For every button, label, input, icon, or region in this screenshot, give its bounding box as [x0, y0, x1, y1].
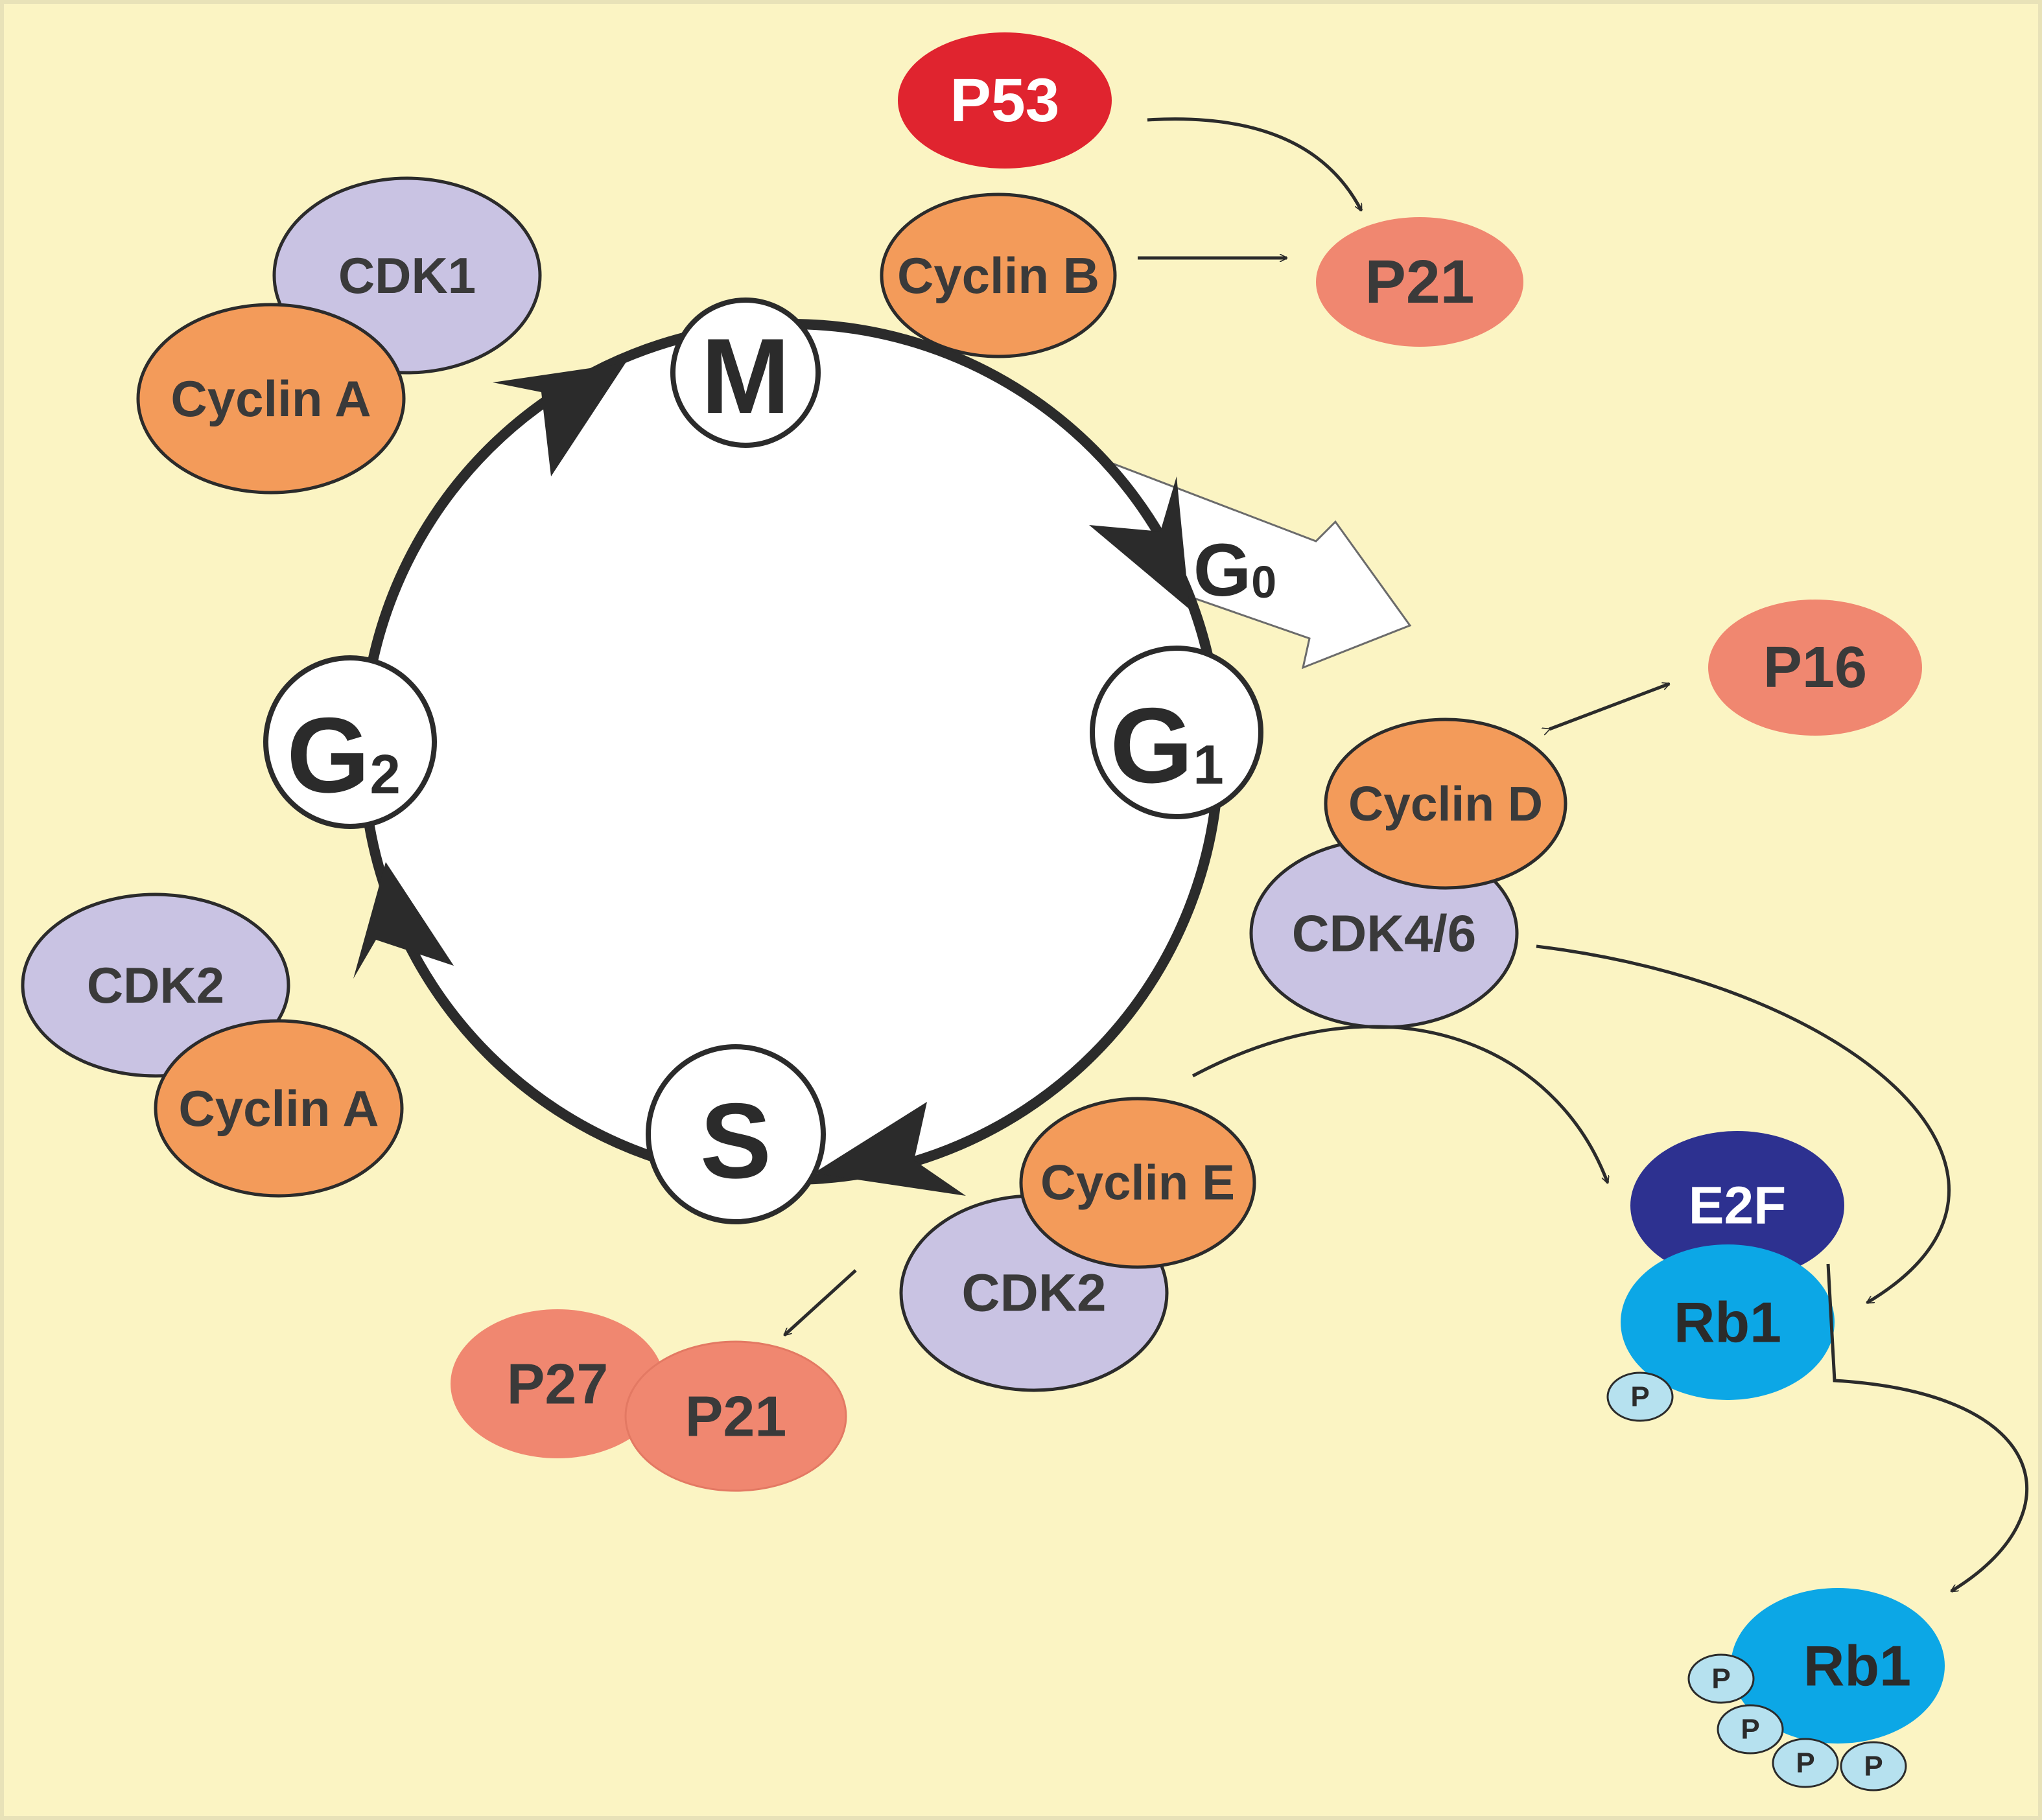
phase-s-label: S [700, 1081, 771, 1200]
cyclin-e-label: Cyclin E [1040, 1156, 1235, 1211]
arrow-cdk46-to-rb1 [1536, 944, 1951, 1305]
phosphate-4: P [1840, 1741, 1907, 1791]
p27-node: P27 [451, 1309, 664, 1458]
arrowhead-g2-to-m [493, 363, 626, 476]
phase-g1-main: G [1110, 686, 1193, 805]
cell-cycle-ring [358, 319, 1224, 1185]
cyclin-a-top-node: Cyclin A [136, 303, 406, 495]
svg-text:P: P [1630, 1381, 1649, 1413]
arrow-cdk2-to-inhibitors [784, 1269, 857, 1335]
cdk2-bottom-label: CDK2 [961, 1264, 1106, 1323]
cyclin-b-node: Cyclin B [880, 192, 1117, 358]
svg-text:G2: G2 [287, 695, 401, 815]
rb1-bound-node: Rb1 [1621, 1244, 1835, 1400]
phase-g1: G1 [1090, 646, 1263, 819]
svg-text:P: P [1864, 1751, 1883, 1782]
p16-label: P16 [1763, 635, 1867, 700]
phosphate-1: P [1687, 1653, 1755, 1704]
arrow-cyclin-e-to-e2f [1191, 1025, 1608, 1183]
phase-g1-sub: 1 [1193, 734, 1224, 796]
rb1-free-node: Rb1 [1731, 1588, 1945, 1744]
cyclin-a-top-label: Cyclin A [170, 370, 371, 427]
phase-g2-sub: 2 [370, 744, 401, 806]
p16-node: P16 [1708, 600, 1922, 736]
e2f-label: E2F [1689, 1176, 1786, 1235]
phase-g2: G2 [263, 655, 437, 829]
cyclin-e-node: Cyclin E [1019, 1097, 1256, 1269]
arrow-rb1-phosphorylation [1826, 1263, 2029, 1593]
cdk46-label: CDK4/6 [1292, 905, 1477, 962]
cyclin-d-node: Cyclin D [1324, 718, 1567, 890]
arrow-p53-to-p21 [1147, 117, 1363, 211]
arrowhead-m-to-g1 [1089, 476, 1190, 609]
svg-text:P: P [1796, 1747, 1814, 1779]
cyclin-d-label: Cyclin D [1348, 776, 1543, 831]
p21-bottom-node: P21 [624, 1340, 847, 1492]
cdk2-left-label: CDK2 [87, 957, 224, 1014]
rb1-free-label: Rb1 [1803, 1634, 1911, 1698]
cyclin-a-bottom-node: Cyclin A [154, 1019, 404, 1198]
phosphate-2: P [1717, 1704, 1784, 1755]
phase-g2-main: G [287, 695, 370, 815]
p21-bottom-label: P21 [685, 1384, 787, 1449]
arrowhead-s-to-g2 [353, 862, 454, 979]
p21-top-node: P21 [1316, 217, 1523, 347]
e2f-node: E2F [1630, 1131, 1844, 1280]
svg-text:P: P [1711, 1663, 1730, 1695]
cyclin-b-label: Cyclin B [897, 247, 1099, 304]
svg-text:P: P [1741, 1714, 1759, 1745]
phase-s: S [646, 1044, 826, 1224]
arrowhead-g1-to-s [814, 1102, 966, 1196]
svg-text:G1: G1 [1110, 686, 1224, 805]
phase-g0-label: G0 [1193, 529, 1276, 612]
p53-label: P53 [950, 66, 1059, 135]
p21-top-label: P21 [1365, 248, 1474, 316]
cyclin-a-bottom-label: Cyclin A [178, 1080, 379, 1137]
p27-label: P27 [507, 1352, 609, 1416]
arrow-p16-cyclin-d [1549, 684, 1669, 729]
phosphate-3: P [1772, 1738, 1839, 1788]
phase-m: M [670, 298, 821, 448]
phosphate-bound: P [1606, 1371, 1674, 1422]
cdk1-label: CDK1 [338, 247, 476, 304]
phase-m-label: M [701, 316, 790, 436]
p53-node: P53 [898, 32, 1112, 169]
rb1-bound-label: Rb1 [1674, 1290, 1781, 1355]
